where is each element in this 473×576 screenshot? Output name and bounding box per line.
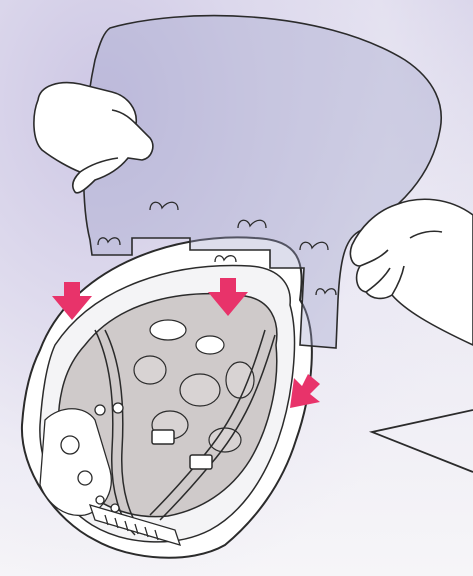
callout-pointer-icon	[372, 410, 473, 472]
right-hand-icon	[350, 199, 473, 345]
